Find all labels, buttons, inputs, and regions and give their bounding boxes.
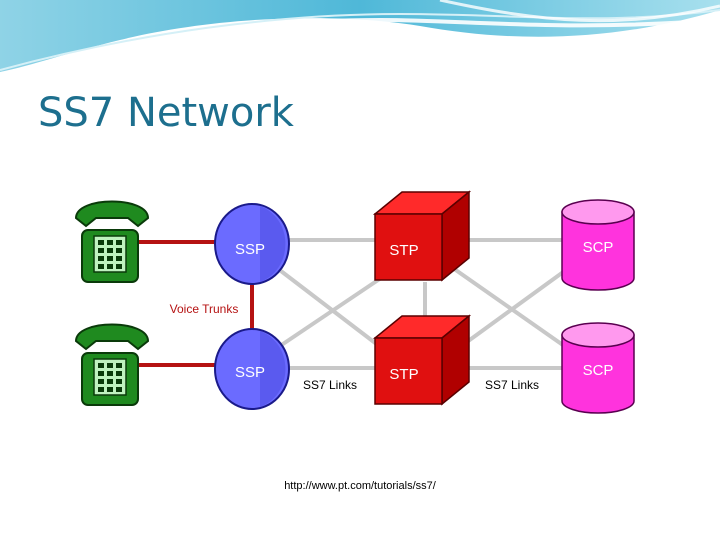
ss7-link-cross-4	[458, 260, 579, 349]
voice-trunks-label: Voice Trunks	[170, 302, 239, 316]
ss7-links-right-label: SS7 Links	[485, 378, 539, 392]
ssp-top-label: SSP	[235, 241, 265, 258]
telephone-top-icon	[74, 200, 150, 283]
scp-bottom-node: SCP	[561, 322, 635, 414]
ss7-link-cross-3	[448, 264, 572, 352]
stp-bottom-node: STP	[372, 314, 472, 406]
scp-top-label: SCP	[583, 239, 614, 256]
source-url: http://www.pt.com/tutorials/ss7/	[284, 480, 436, 492]
header-wave-decoration	[0, 0, 720, 80]
ssp-top-node: SSP	[214, 203, 290, 285]
page-title: SS7 Network	[38, 90, 294, 136]
stp-bottom-label: STP	[389, 366, 418, 383]
stp-top-label: STP	[389, 242, 418, 259]
ssp-bottom-node: SSP	[214, 328, 290, 410]
ss7-link-cross-2	[275, 272, 389, 350]
ss7-network-diagram: SSP SSP STP STP SCP SCP	[74, 190, 635, 414]
ssp-bottom-label: SSP	[235, 364, 265, 381]
ss7-links-left-label: SS7 Links	[303, 378, 357, 392]
telephone-bottom-icon	[74, 323, 150, 406]
scp-bottom-label: SCP	[583, 362, 614, 379]
stp-top-node: STP	[372, 190, 472, 282]
scp-top-node: SCP	[561, 199, 635, 291]
